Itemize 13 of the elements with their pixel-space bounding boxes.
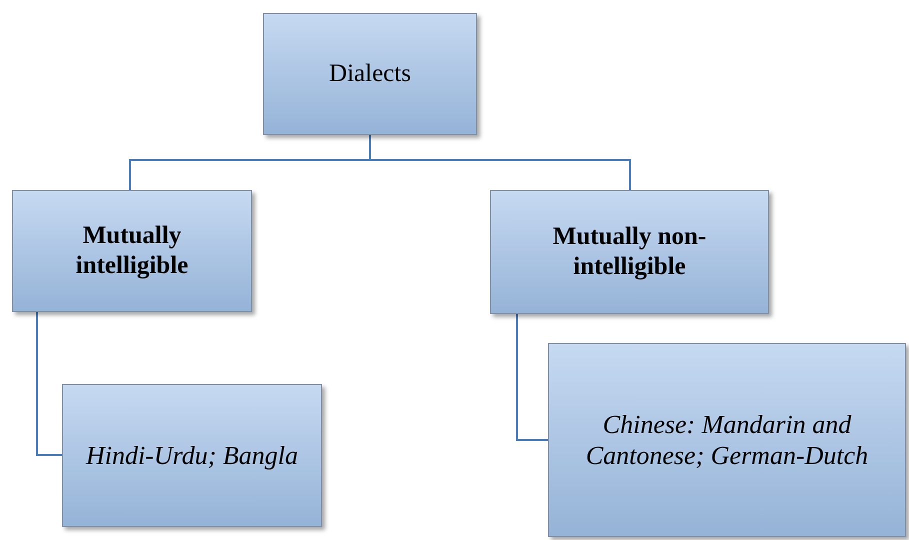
category-box (548, 343, 906, 537)
category-box (12, 190, 252, 312)
box-label: Mutually intelligible (74, 221, 190, 281)
category-box (62, 384, 322, 527)
box-label: Hindi-Urdu; Bangla (84, 440, 300, 472)
box-label: Mutually non-intelligible (552, 222, 708, 282)
connector-line (36, 312, 62, 456)
category-box (263, 13, 477, 135)
category-box (490, 190, 769, 314)
box-label: Chinese: Mandarin and Cantonese; German-Dutch (584, 408, 870, 472)
box-label: Dialects (328, 59, 412, 89)
connector-line (516, 314, 548, 441)
connector-line (369, 135, 631, 190)
